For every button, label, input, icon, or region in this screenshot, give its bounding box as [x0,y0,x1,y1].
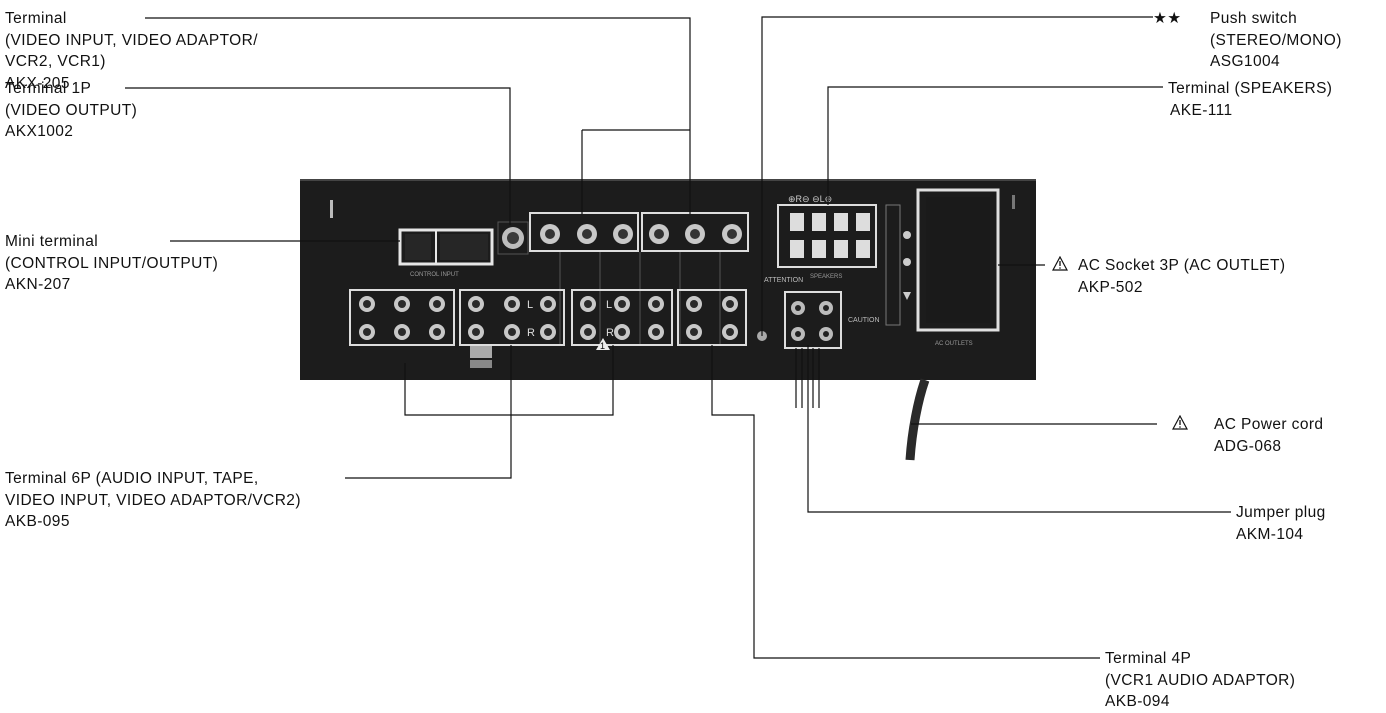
ac-outlet: AC OUTLETS [916,188,1000,347]
push-switch-marker: ★★ [1153,10,1182,27]
label-mini-terminal: Mini terminal (CONTROL INPUT/OUTPUT) AKN… [5,233,219,293]
speakers-polarity-marking: ⊕R⊖ ⊖L⊕ [788,194,832,204]
panel-warning-number: 1 [600,341,605,351]
audio-terminal-blocks: L R L R [349,289,747,368]
svg-text:R: R [527,327,535,339]
svg-text:L: L [606,299,612,311]
attention-marking: ATTENTION [764,277,803,284]
mini-terminal-block: CONTROL INPUT [398,228,494,278]
rear-panel-illustration: CONTROL INPUT [125,16,1231,659]
rear-panel [300,180,1036,380]
label-terminal-4p: Terminal 4P (VCR1 AUDIO ADAPTOR) AKB-094 [1105,650,1296,710]
warning-triangle-icon [1052,256,1068,271]
selector-switches [885,204,911,326]
label-terminal-1p: Terminal 1P (VIDEO OUTPUT) AKX1002 [5,80,138,140]
video-terminal-block [529,212,749,345]
caution-marking: CAUTION [848,317,880,324]
ac-power-cord [905,378,930,461]
label-push-switch: ★★ Push switch (STEREO/MONO) ASG1004 [1153,10,1342,70]
panel-warning-triangle: 1 [596,338,610,351]
label-ac-socket: AC Socket 3P (AC OUTLET) AKP-502 [1052,255,1285,298]
ac-outlets-marking: AC OUTLETS [935,341,973,347]
svg-text:R: R [606,327,614,339]
label-terminal-speakers: Terminal (SPEAKERS) AKE-111 [1168,80,1333,119]
svg-text:L: L [527,299,533,311]
speaker-terminal-block: ⊕R⊖ ⊖L⊕ SPEAKERS ATTENTION [764,194,877,284]
label-terminal-video: Terminal (VIDEO INPUT, VIDEO ADAPTOR/ VC… [5,10,258,92]
label-jumper-plug: Jumper plug AKM-104 [1236,504,1326,543]
adaptor-jumper-block: CAUTION [784,291,880,349]
label-ac-power-cord: AC Power cord ADG-068 [1172,414,1323,457]
leader-lines [125,16,1231,659]
warning-triangle-icon [1172,415,1188,430]
svg-text:CONTROL INPUT: CONTROL INPUT [410,272,459,278]
video-output-jack [497,221,529,255]
label-terminal-6p: Terminal 6P (AUDIO INPUT, TAPE, VIDEO IN… [5,470,301,530]
speakers-marking: SPEAKERS [810,274,842,280]
